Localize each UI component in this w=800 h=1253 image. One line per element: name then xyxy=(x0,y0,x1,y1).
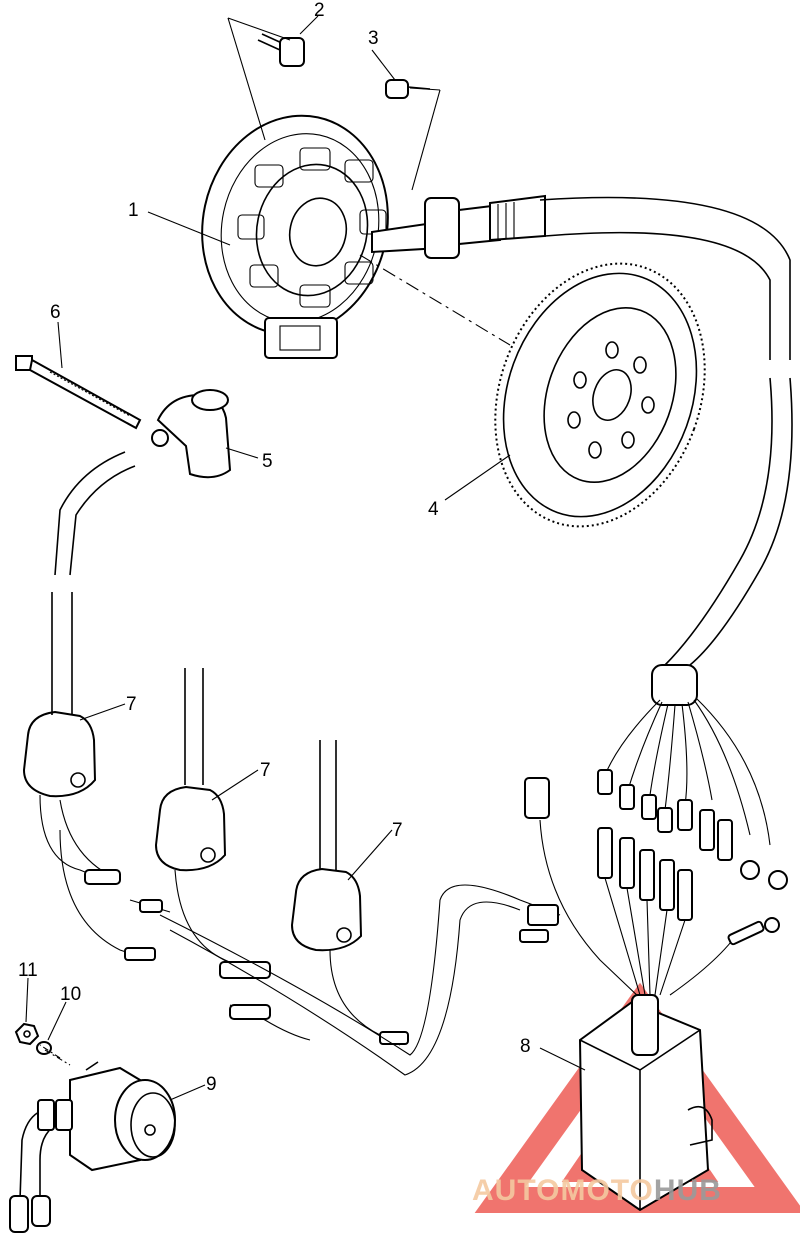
stator-assembly xyxy=(201,114,546,359)
spark-plug-cap xyxy=(151,389,232,479)
ignition-coil-c xyxy=(290,740,363,952)
harness-connectors xyxy=(524,697,788,999)
starter-solenoid xyxy=(9,1061,176,1233)
flywheel xyxy=(494,262,706,528)
callout-labels: 1 2 3 4 5 6 7 7 7 8 9 10 11 xyxy=(18,0,531,1095)
callout-7c: 7 xyxy=(392,820,403,841)
watermark-text-auto: AUTO xyxy=(472,1174,560,1207)
ht-lead xyxy=(51,451,136,700)
regulator-box xyxy=(578,994,713,1212)
cable-tie xyxy=(15,355,142,430)
callout-7a: 7 xyxy=(126,694,137,715)
callout-7b: 7 xyxy=(260,760,271,781)
watermark-text-moto: MOTO xyxy=(560,1174,653,1207)
callout-3: 3 xyxy=(368,28,379,49)
callout-5: 5 xyxy=(262,451,273,472)
leader-lines xyxy=(25,15,586,1101)
callout-2: 2 xyxy=(314,0,325,21)
screw-part-2 xyxy=(257,33,305,67)
callout-6: 6 xyxy=(50,302,61,323)
wiring-loom xyxy=(39,794,561,1076)
hex-nut xyxy=(14,1022,40,1046)
ignition-coil-b xyxy=(154,668,227,872)
watermark-text-hub: HUB xyxy=(654,1174,722,1207)
main-harness-sheath xyxy=(539,196,793,706)
callout-1: 1 xyxy=(128,200,139,221)
callout-8: 8 xyxy=(520,1036,531,1057)
solenoid-guide-line xyxy=(39,1044,61,1059)
ignition-coil-a xyxy=(22,700,97,798)
callout-11: 11 xyxy=(18,960,38,981)
screw-part-3 xyxy=(385,79,431,99)
callout-10: 10 xyxy=(60,984,81,1005)
callout-9: 9 xyxy=(206,1074,217,1095)
assembly-center-line xyxy=(359,254,511,346)
callout-4: 4 xyxy=(428,499,439,520)
watermark-text: AUTOMOTOHUB xyxy=(472,1174,722,1207)
